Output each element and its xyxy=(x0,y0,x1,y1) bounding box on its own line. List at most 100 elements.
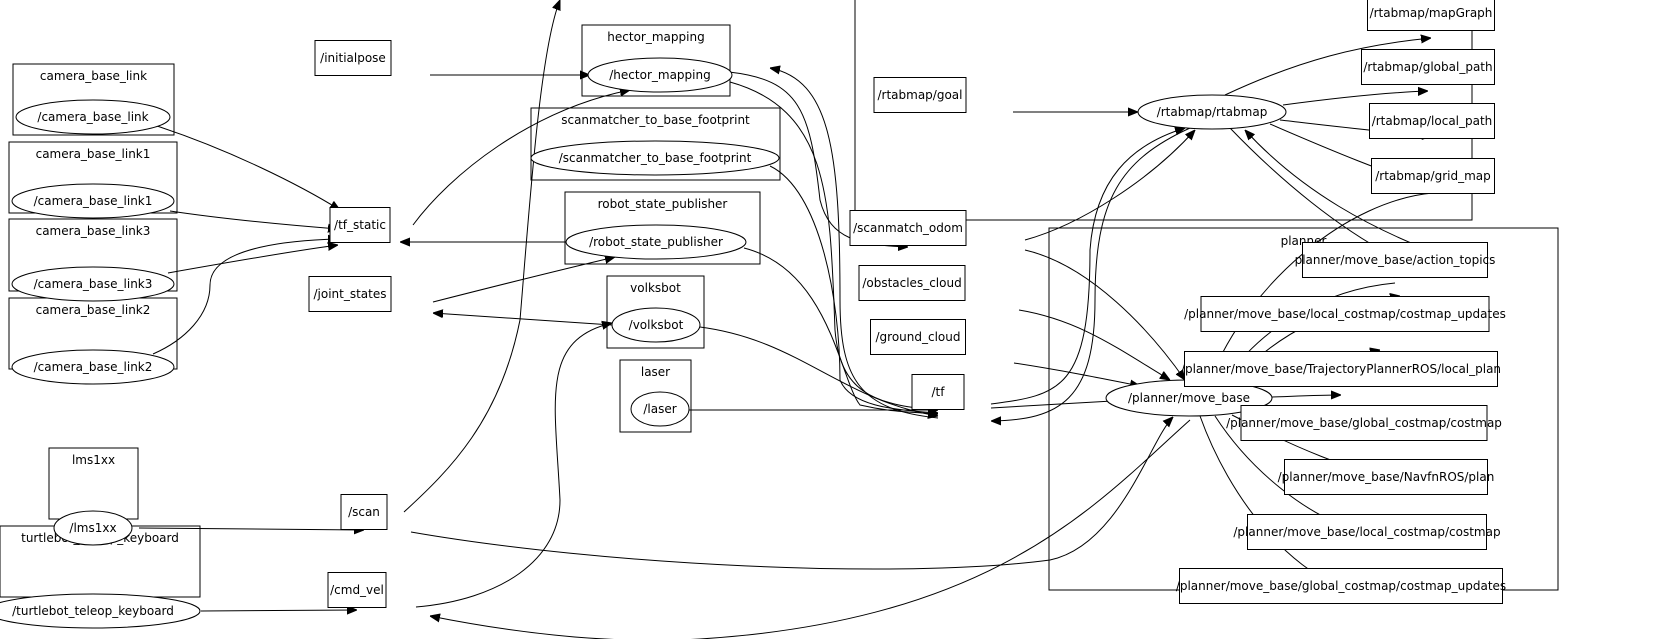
ros-topic-global-costmap[interactable]: /planner/move_base/global_costmap/costma… xyxy=(1226,405,1502,441)
ros-node-camera-base-link3[interactable]: /camera_base_link3 xyxy=(11,266,175,302)
cluster-label: robot_state_publisher xyxy=(598,197,728,211)
ros-topic-local-path[interactable]: /rtabmap/local_path xyxy=(1369,103,1495,139)
topic-box[interactable] xyxy=(858,265,966,301)
ros-node-turtlebot-teleop-keyboard[interactable]: /turtlebot_teleop_keyboard xyxy=(0,593,201,629)
ros-node-rtabmap[interactable]: /rtabmap/rtabmap xyxy=(1137,94,1287,130)
cluster-label: volksbot xyxy=(630,281,681,295)
node-label: /scanmatcher_to_base_footprint xyxy=(559,151,752,165)
topic-box[interactable] xyxy=(1200,296,1490,332)
ros-topic-scan[interactable]: /scan xyxy=(340,494,388,530)
ros-topic-rtabmap-goal[interactable]: /rtabmap/goal xyxy=(873,77,967,113)
edge-tf_static-to-hector_mapping xyxy=(412,90,630,226)
edge-lms1xx-to-scan xyxy=(138,528,364,530)
ros-topic-joint-states[interactable]: /joint_states xyxy=(308,276,392,312)
node-ellipse[interactable] xyxy=(630,391,690,427)
cluster-camera_base_link: camera_base_link xyxy=(12,63,175,136)
edge-action_topics-to-rtabmap xyxy=(1245,130,1456,261)
ros-topic-action-topics[interactable]: planner/move_base/action_topics xyxy=(1295,242,1496,278)
ros-node-camera-base-link[interactable]: /camera_base_link xyxy=(15,99,171,135)
topic-box[interactable] xyxy=(1302,242,1488,278)
node-ellipse[interactable] xyxy=(611,307,701,343)
topic-box[interactable] xyxy=(873,77,967,113)
cluster-robot_state_publisher: robot_state_publisher xyxy=(564,191,761,265)
node-label: /planner/move_base/local_costmap/costmap… xyxy=(1184,307,1506,321)
ros-node-camera-base-link2[interactable]: /camera_base_link2 xyxy=(11,349,175,385)
node-ellipse[interactable] xyxy=(530,140,780,176)
edge-joint_states-to-robot_state_publisher xyxy=(432,257,615,303)
node-label: /planner/move_base xyxy=(1128,391,1250,405)
node-ellipse[interactable] xyxy=(11,266,175,302)
node-label: /turtlebot_teleop_keyboard xyxy=(12,604,174,618)
node-ellipse[interactable] xyxy=(565,224,747,260)
edge-turtlebot_teleop_keyboard-to-cmd_vel xyxy=(200,610,357,611)
topic-box[interactable] xyxy=(1184,351,1498,387)
ros-topic-global-costmap-updates[interactable]: /planner/move_base/global_costmap/costma… xyxy=(1176,568,1506,604)
topic-box[interactable] xyxy=(327,572,387,608)
topic-box[interactable] xyxy=(911,374,965,410)
topic-box[interactable] xyxy=(1367,0,1495,31)
ros-node-camera-base-link1[interactable]: /camera_base_link1 xyxy=(11,183,175,219)
ros-node-scanmatcher[interactable]: /scanmatcher_to_base_footprint xyxy=(530,140,780,176)
cluster-frame xyxy=(606,275,705,349)
topic-box[interactable] xyxy=(1240,405,1488,441)
node-label: /joint_states xyxy=(313,287,386,301)
topic-box[interactable] xyxy=(308,276,392,312)
ros-topic-mapGraph[interactable]: /rtabmap/mapGraph xyxy=(1367,0,1495,31)
ros-topic-cmd-vel[interactable]: /cmd_vel xyxy=(327,572,387,608)
cluster-label: camera_base_link2 xyxy=(36,303,151,317)
topic-box[interactable] xyxy=(1369,103,1495,139)
ros-node-lms1xx[interactable]: /lms1xx xyxy=(53,510,133,546)
topic-box[interactable] xyxy=(870,319,966,355)
node-ellipse[interactable] xyxy=(11,349,175,385)
topic-box[interactable] xyxy=(329,207,391,243)
node-ellipse[interactable] xyxy=(15,99,171,135)
node-ellipse[interactable] xyxy=(587,57,733,93)
ros-node-volksbot[interactable]: /volksbot xyxy=(611,307,701,343)
topic-box[interactable] xyxy=(849,210,967,246)
node-label: /scanmatch_odom xyxy=(853,221,963,235)
topic-box[interactable] xyxy=(1371,158,1495,194)
topic-box[interactable] xyxy=(1361,49,1495,85)
node-label: /robot_state_publisher xyxy=(589,235,723,249)
topic-box[interactable] xyxy=(1247,514,1487,550)
node-label: /camera_base_link1 xyxy=(34,194,153,208)
topic-box[interactable] xyxy=(340,494,388,530)
node-label: planner/move_base/action_topics xyxy=(1295,253,1496,267)
node-label: /planner/move_base/global_costmap/costma… xyxy=(1176,579,1506,593)
node-label: /camera_base_link3 xyxy=(34,277,153,291)
topic-box[interactable] xyxy=(1179,568,1503,604)
ros-node-robot-state-publisher[interactable]: /robot_state_publisher xyxy=(565,224,747,260)
ros-topic-local-costmap-updates[interactable]: /planner/move_base/local_costmap/costmap… xyxy=(1184,296,1506,332)
node-ellipse[interactable] xyxy=(0,593,201,629)
ros-topic-obstacles-cloud[interactable]: /obstacles_cloud xyxy=(858,265,966,301)
ros-topic-ground-cloud[interactable]: /ground_cloud xyxy=(870,319,966,355)
cluster-label: lms1xx xyxy=(72,453,115,467)
node-ellipse[interactable] xyxy=(1137,94,1287,130)
edge-camera_base_link3-to-tf_static xyxy=(167,245,338,274)
topic-box[interactable] xyxy=(314,40,392,76)
node-label: /volksbot xyxy=(629,318,684,332)
node-label: /lms1xx xyxy=(69,521,116,535)
topic-box[interactable] xyxy=(1284,459,1488,495)
ros-topic-global-path[interactable]: /rtabmap/global_path xyxy=(1361,49,1495,85)
cluster-frame xyxy=(12,63,175,136)
ros-node-hector-mapping[interactable]: /hector_mapping xyxy=(587,57,733,93)
ros-topic-local-costmap[interactable]: /planner/move_base/local_costmap/costmap xyxy=(1233,514,1501,550)
ros-topic-navfn-plan[interactable]: /planner/move_base/NavfnROS/plan xyxy=(1278,459,1495,495)
ros-topic-scanmatch-odom[interactable]: /scanmatch_odom xyxy=(849,210,967,246)
ros-topic-tf[interactable]: /tf xyxy=(911,374,965,410)
node-label: /tf_static xyxy=(334,218,386,232)
edge-robot_state_publisher-to-tf xyxy=(743,247,938,414)
node-label: /planner/move_base/NavfnROS/plan xyxy=(1278,470,1495,484)
ros-topic-grid-map[interactable]: /rtabmap/grid_map xyxy=(1371,158,1495,194)
ros-node-laser[interactable]: /laser xyxy=(630,391,690,427)
node-label: /rtabmap/mapGraph xyxy=(1370,6,1493,20)
ros-topic-tf-static[interactable]: /tf_static xyxy=(329,207,391,243)
node-ellipse[interactable] xyxy=(53,510,133,546)
ros-topic-local-plan[interactable]: /planner/move_base/TrajectoryPlannerROS/… xyxy=(1181,351,1501,387)
node-ellipse[interactable] xyxy=(11,183,175,219)
cluster-scanmatcher: scanmatcher_to_base_footprint xyxy=(530,107,781,181)
ros-topic-initialpose[interactable]: /initialpose xyxy=(314,40,392,76)
edge-move_base-to-cmd_vel xyxy=(430,419,1191,639)
node-label: /rtabmap/global_path xyxy=(1363,60,1492,74)
